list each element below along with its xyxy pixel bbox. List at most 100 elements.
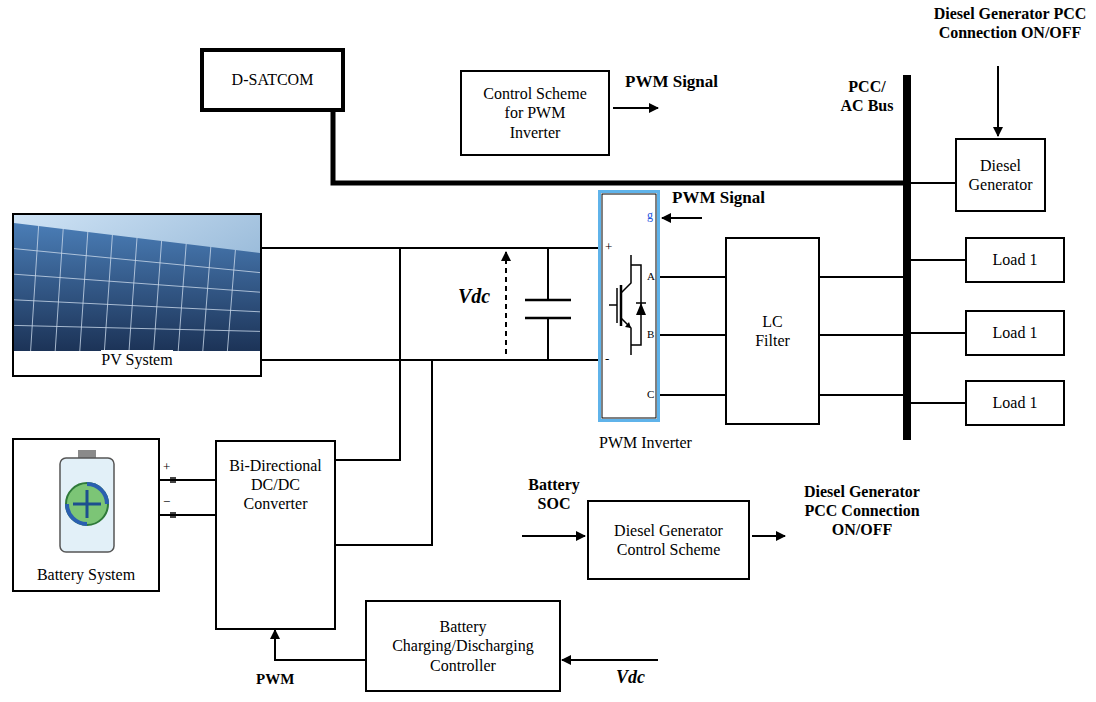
wire-line (160, 479, 215, 481)
pin-label: + (605, 239, 612, 255)
line-shape (609, 304, 617, 306)
box-label: PV System (101, 350, 172, 369)
generator-box: Diesel Generator (955, 138, 1046, 212)
circle-shape (66, 483, 108, 525)
dg-switch-arrow (997, 66, 999, 136)
line-shape (227, 250, 235, 351)
rect-shape (60, 458, 114, 552)
pin-label: B (647, 328, 654, 341)
line-shape (14, 300, 260, 312)
pin-label: g (647, 208, 653, 222)
voltage-label: Vdc (616, 667, 645, 689)
pin-label: + (163, 459, 170, 475)
line-shape (31, 226, 39, 351)
line-shape (14, 249, 260, 273)
rect-shape (602, 194, 656, 418)
box-label: Control Scheme for PWM Inverter (483, 84, 587, 142)
bus-label: PCC/ AC Bus (837, 77, 897, 115)
line-shape (73, 503, 101, 506)
box-label: Load 1 (993, 250, 1038, 269)
pin-label: A (647, 270, 655, 283)
signal-label: Diesel Generator PCC Connection ON/OFF (786, 482, 938, 540)
wire-line (911, 182, 955, 184)
wire-line (911, 332, 965, 334)
wire-line (820, 334, 903, 336)
polyline-shape (631, 265, 641, 345)
controller-box: D-SATCOM (200, 48, 345, 112)
rect-shape (14, 215, 260, 351)
line-shape (129, 238, 137, 351)
pin-label: C (647, 388, 654, 401)
line-shape (178, 244, 186, 351)
box-label: Load 1 (993, 323, 1038, 342)
box-label: LC Filter (750, 312, 795, 350)
load-box: Load 1 (965, 310, 1065, 356)
box-label: Bi-Directional DC/DC Converter (223, 456, 328, 514)
polygon-shape (625, 322, 631, 328)
filter-box: LC Filter (725, 237, 820, 425)
voltage-label: Vdc (458, 284, 490, 308)
wire-line (160, 514, 215, 516)
pin-label: - (605, 351, 609, 367)
line-shape (14, 325, 260, 331)
line-shape (80, 232, 88, 351)
box-label: D-SATCOM (232, 70, 314, 89)
g-shape (609, 255, 646, 355)
wire-line (820, 276, 903, 278)
polyline-shape (621, 318, 631, 355)
wire-line (660, 276, 725, 278)
igbt-symbol (601, 193, 657, 419)
pv-source-box: PV System (12, 213, 262, 377)
signal-arrow (275, 630, 365, 660)
polygon-shape (14, 223, 260, 351)
polyline-shape (621, 255, 631, 293)
converter-box: Bi-Directional DC/DC Converter (215, 440, 336, 630)
signal-label: Diesel Generator PCC Connection ON/OFF (932, 4, 1088, 42)
line-shape (547, 248, 549, 300)
box-label: Load 1 (993, 393, 1038, 412)
signal-label: PWM Signal (625, 72, 718, 92)
load-box: Load 1 (965, 380, 1065, 426)
wire-line (911, 259, 965, 261)
wire-line (333, 112, 903, 183)
wire-line (660, 334, 725, 336)
dg-command-arrow (752, 535, 785, 537)
line-shape (154, 241, 162, 351)
line-shape (616, 288, 618, 323)
box-label: Battery Charging/Discharging Controller (373, 617, 553, 675)
line-shape (104, 235, 112, 351)
box-label: Diesel Generator (963, 156, 1038, 194)
line-shape (55, 229, 63, 351)
pwm-output-arrow (613, 107, 658, 109)
polygon-shape (636, 303, 646, 315)
wire-line (820, 394, 903, 396)
soc-input-arrow (522, 535, 585, 537)
control-box: Diesel Generator Control Scheme (587, 500, 750, 580)
box-label: Battery System (37, 565, 135, 584)
vdc-input-arrow (562, 659, 658, 661)
box-label: PWM Inverter (599, 433, 692, 452)
battery-box: Battery System (12, 438, 160, 592)
control-box: Control Scheme for PWM Inverter (460, 70, 610, 156)
line-shape (14, 274, 260, 292)
wire-line (336, 248, 598, 460)
wire-line (336, 360, 598, 545)
load-box: Load 1 (965, 237, 1065, 283)
wire-line (911, 402, 965, 404)
wire-line (660, 394, 725, 396)
ac-bus-bar: PCC/ AC Bus (903, 75, 911, 440)
path-shape (67, 504, 87, 524)
gate-signal-arrow (662, 217, 702, 219)
signal-label: PWM (256, 670, 294, 688)
line-shape (547, 318, 549, 360)
box-label: Diesel Generator Control Scheme (599, 521, 739, 559)
line-shape (525, 299, 571, 302)
signal-label: Battery SOC (516, 475, 592, 513)
controller-box: Battery Charging/Discharging Controller (365, 600, 561, 692)
inverter-box: PWM Inverter (598, 190, 660, 422)
line-shape (203, 247, 211, 351)
pin-label: − (163, 494, 170, 510)
dc-capacitor (525, 248, 571, 360)
signal-label: PWM Signal (672, 188, 765, 208)
